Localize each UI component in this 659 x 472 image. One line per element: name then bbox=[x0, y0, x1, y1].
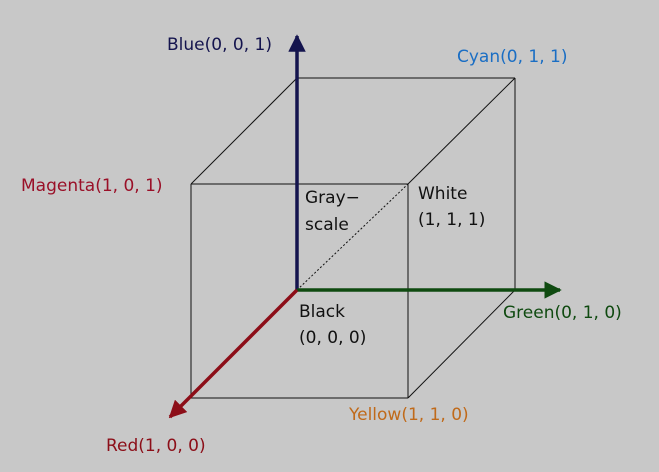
label-black-coords: (0, 0, 0) bbox=[299, 328, 366, 348]
edge-yellow-green bbox=[407, 289, 516, 399]
grayscale-diagonal bbox=[296, 183, 409, 291]
label-cyan: Cyan(0, 1, 1) bbox=[457, 47, 567, 67]
edge-white-cyan bbox=[407, 77, 516, 185]
label-yellow: Yellow(1, 1, 0) bbox=[348, 405, 469, 425]
red-axis-arrow bbox=[168, 288, 299, 419]
label-grayscale-line2: scale bbox=[305, 215, 349, 235]
label-white-coords: (1, 1, 1) bbox=[418, 210, 485, 230]
edge-magenta-cyan bbox=[190, 77, 298, 185]
label-black-name: Black bbox=[299, 302, 345, 322]
label-blue: Blue(0, 0, 1) bbox=[167, 35, 272, 55]
label-magenta: Magenta(1, 0, 1) bbox=[21, 176, 163, 196]
label-grayscale-line1: Gray− bbox=[305, 188, 360, 208]
label-red: Red(1, 0, 0) bbox=[106, 436, 206, 456]
label-green: Green(0, 1, 0) bbox=[503, 303, 622, 323]
label-white-name: White bbox=[418, 184, 467, 204]
